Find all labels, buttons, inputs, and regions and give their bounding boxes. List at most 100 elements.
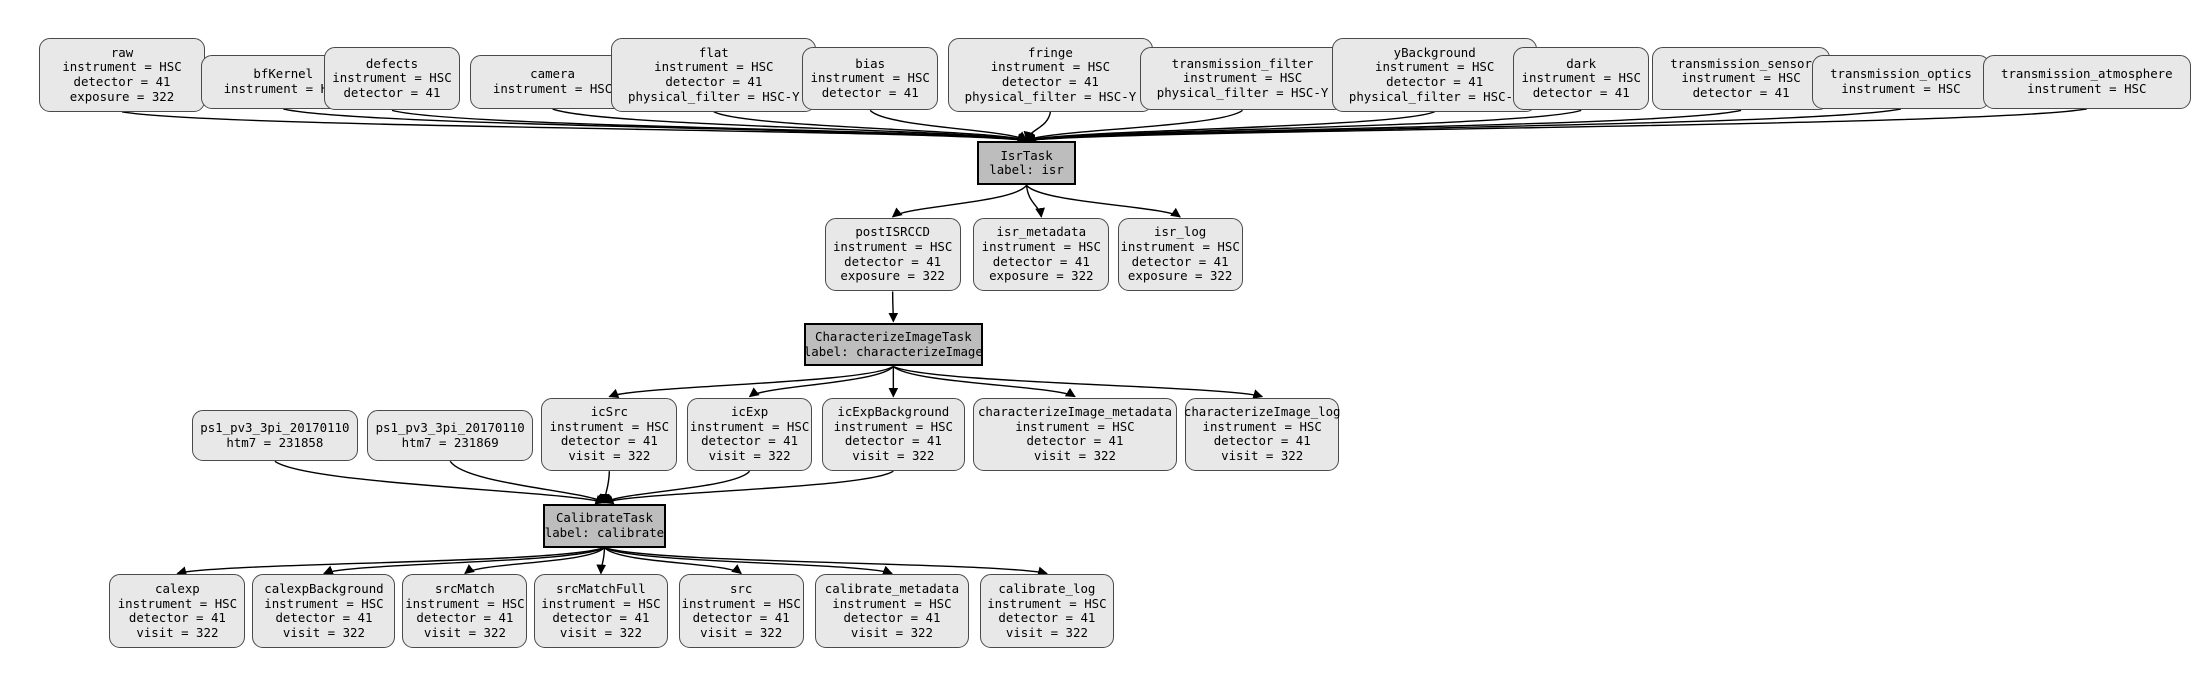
- edge-icExp-to-CalibrateTask: [603, 470, 751, 504]
- node-dimension: detector = 41: [1532, 84, 1630, 100]
- node-dimension: detector = 41: [821, 84, 919, 100]
- node-dimension: visit = 322: [1005, 624, 1088, 640]
- node-dimension: instrument = HSC: [1521, 70, 1641, 86]
- node-title: postISRCCD: [855, 224, 930, 240]
- node-title: CalibrateTask: [555, 510, 653, 526]
- node-title: bias: [855, 55, 886, 71]
- edge-bfKernel-to-IsrTask: [283, 108, 1028, 145]
- node-dimension: instrument = HSC: [689, 418, 810, 434]
- node-dimension: instrument = HSC: [1374, 59, 1495, 75]
- node-dimension: instrument = HSC: [264, 595, 384, 611]
- edge-postISRCCD-to-CharacterizeImageTask: [888, 291, 899, 323]
- node-title: srcMatch: [435, 581, 495, 597]
- edge-camera-to-IsrTask: [552, 108, 1028, 144]
- edge-CharacterizeImageTask-to-icExp: [748, 365, 894, 398]
- node-title: transmission_sensor: [1670, 55, 1812, 71]
- node-dimension: physical_filter = HSC-Y: [1156, 84, 1329, 100]
- node-title: characterizeImage_log: [1183, 404, 1341, 420]
- node-dimension: detector = 41: [128, 610, 226, 626]
- node-dimension: detector = 41: [701, 433, 799, 449]
- edge-raw-to-IsrTask: [121, 111, 1028, 145]
- node-title: IsrTask: [1000, 147, 1053, 163]
- node-dimension: instrument = HSC: [541, 595, 661, 611]
- node-dimension: detector = 41: [560, 433, 658, 449]
- node-dimension: instrument = HSC: [332, 70, 452, 86]
- node-title: srcMatchFull: [556, 581, 646, 597]
- edge-icExpBackground-to-CalibrateTask: [603, 470, 894, 505]
- node-dimension: exposure = 322: [69, 88, 175, 104]
- node-dimension: instrument = HSC: [1202, 418, 1322, 434]
- node-dimension: detector = 41: [1692, 84, 1790, 100]
- node-dimension: detector = 41: [844, 433, 942, 449]
- node-title: ps1_pv3_3pi_20170110: [200, 420, 350, 436]
- edge-CalibrateTask-to-calexpBackground: [323, 546, 605, 575]
- edge-CalibrateTask-to-srcMatchFull: [596, 547, 607, 575]
- node-dimension: detector = 41: [1026, 433, 1124, 449]
- edges-group: [121, 108, 2087, 577]
- node-title: defects: [365, 55, 419, 71]
- node-title: raw: [110, 44, 134, 60]
- node-dimension: physical_filter = HSC-Y: [628, 88, 800, 104]
- node-dimension: instrument = HSC: [492, 81, 613, 97]
- node-dimension: detector = 41: [992, 253, 1090, 269]
- edge-CharacterizeImageTask-to-characterizeImage_metadata: [892, 365, 1076, 398]
- node-title: calexpBackground: [264, 581, 384, 597]
- node-dimension: detector = 41: [416, 610, 514, 626]
- edge-IsrTask-to-isr_metadata: [1025, 185, 1045, 218]
- node-dimension: detector = 41: [843, 610, 941, 626]
- node-title: calibrate_metadata: [824, 581, 960, 597]
- edge-CalibrateTask-to-srcMatch: [464, 547, 605, 575]
- edge-IsrTask-to-postISRCCD: [891, 184, 1028, 218]
- node-title: camera: [530, 66, 575, 82]
- node-dimension: visit = 322: [708, 447, 791, 463]
- node-dimension: detector = 41: [73, 73, 171, 89]
- edge-dark-to-IsrTask: [1025, 109, 1582, 144]
- edge-yBackground-to-IsrTask: [1025, 111, 1435, 143]
- edge-IsrTask-to-isr_log: [1026, 184, 1181, 218]
- node-dimension: visit = 322: [700, 624, 783, 640]
- node-title: fringe: [1028, 44, 1073, 60]
- node-dimension: visit = 322: [136, 624, 219, 640]
- edge-CharacterizeImageTask-to-icSrc: [608, 365, 894, 399]
- node-title: icExpBackground: [837, 404, 950, 420]
- node-dimension: instrument = HSC: [1841, 81, 1961, 97]
- node-dimension: visit = 322: [1221, 447, 1304, 463]
- node-title: icSrc: [590, 404, 628, 420]
- edge-transmission_filter-to-IsrTask: [1025, 109, 1243, 142]
- node-dimension: exposure = 322: [840, 268, 945, 284]
- node-dimension: instrument = HSC: [117, 595, 238, 611]
